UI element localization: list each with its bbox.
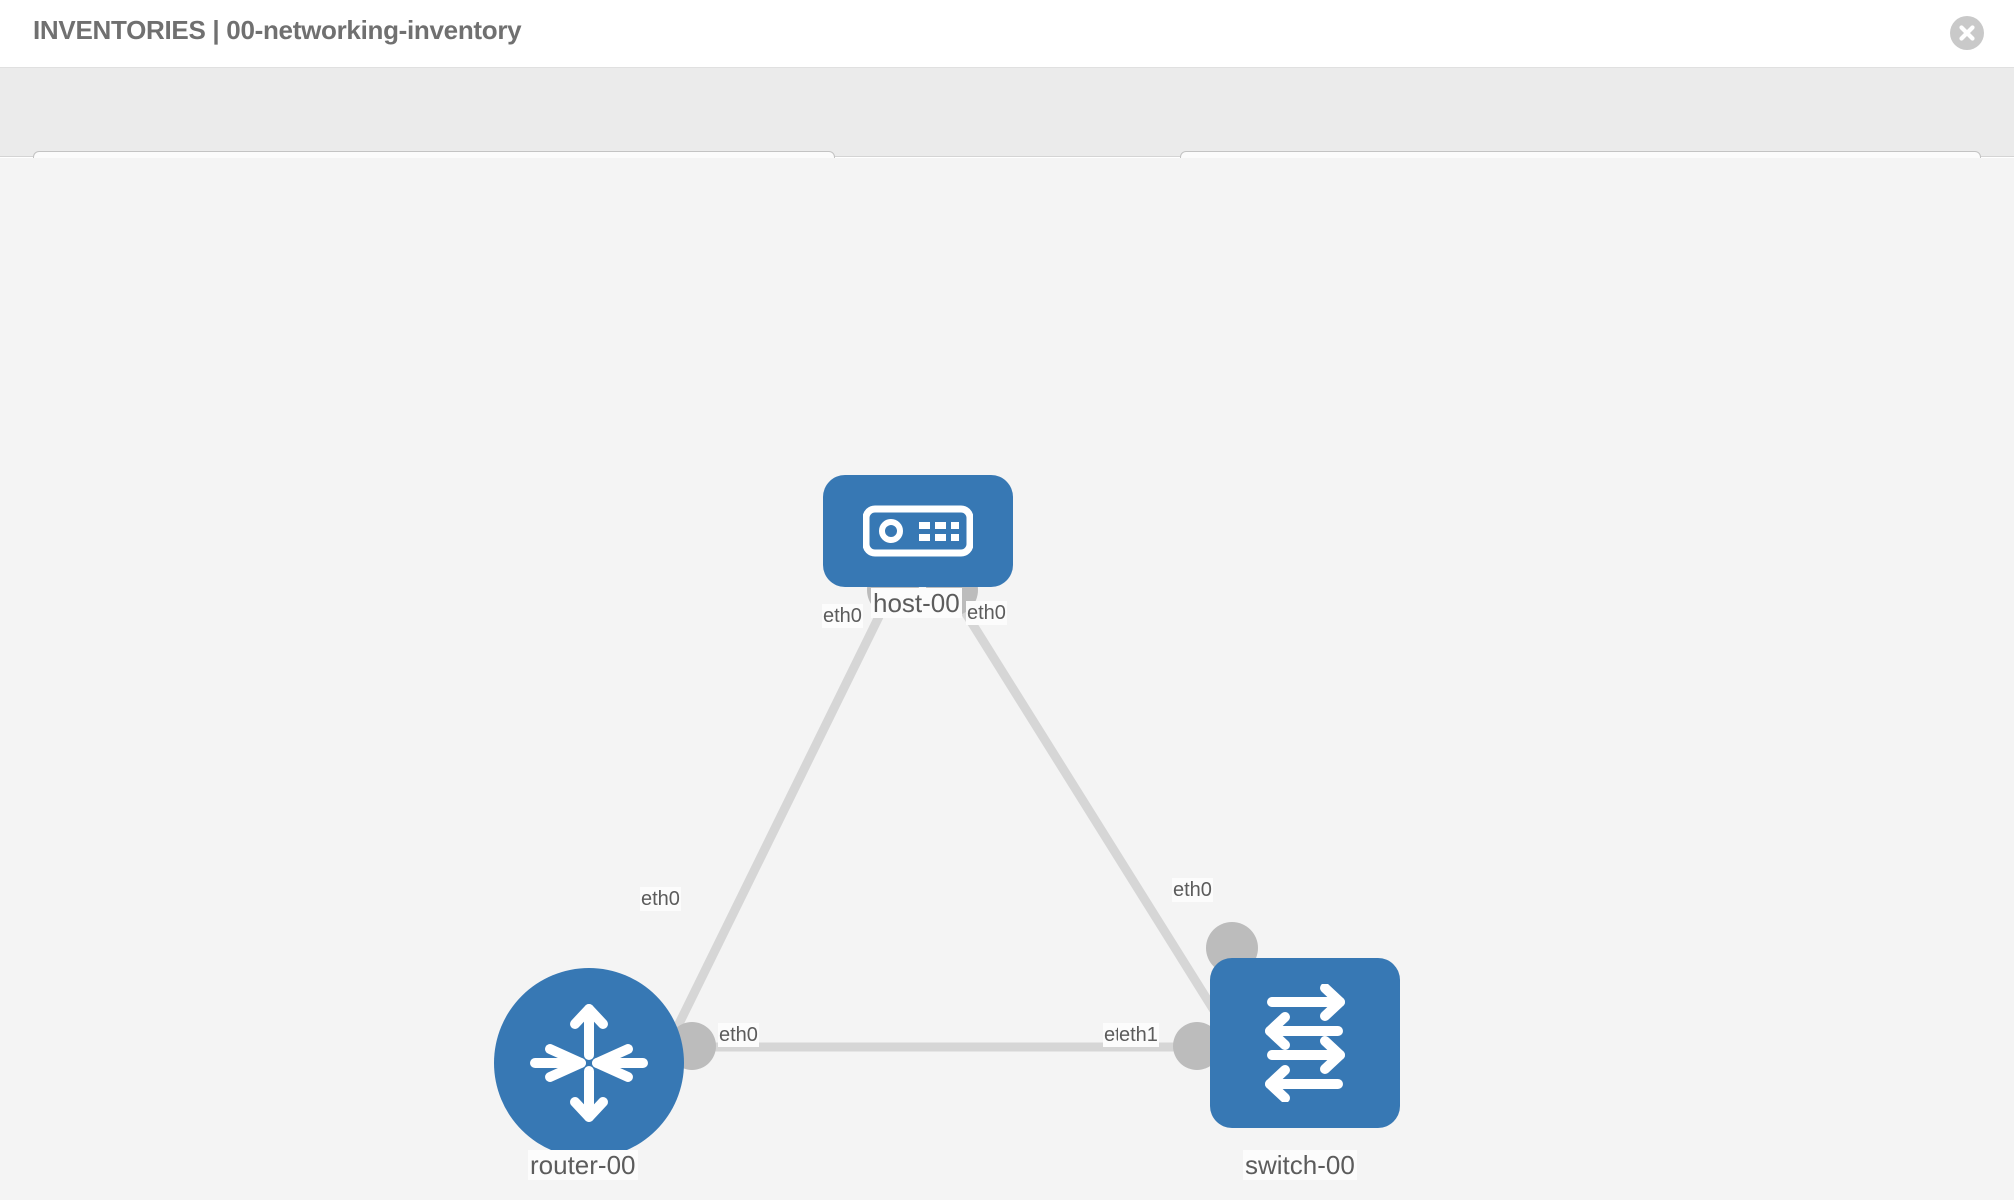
port-label-host-left: eth0 — [822, 604, 863, 628]
link-host-switch[interactable] — [946, 585, 1229, 1031]
server-icon — [863, 505, 973, 557]
port-switch-left[interactable] — [1173, 1022, 1221, 1070]
port-label-switch-left: eth1 — [1118, 1023, 1159, 1047]
port-label-router-right: eth0 — [718, 1023, 759, 1047]
node-host-00-label: host-00 — [871, 588, 962, 618]
node-host-00[interactable] — [823, 475, 1013, 587]
node-switch-00-label: switch-00 — [1243, 1150, 1357, 1180]
node-switch-00-shape — [1210, 958, 1400, 1128]
topology-canvas[interactable]: host-00 eth0 eth0 router-00 eth0 eth0 — [0, 158, 2014, 1200]
node-router-00[interactable] — [494, 968, 684, 1158]
node-host-00-shape — [823, 475, 1013, 587]
close-circle-icon — [1950, 16, 1984, 50]
link-host-router[interactable] — [667, 586, 898, 1040]
page-title: INVENTORIES | 00-networking-inventory — [33, 15, 522, 45]
port-label-switch-up: eth0 — [1172, 878, 1213, 902]
close-icon[interactable] — [1950, 16, 1984, 50]
toolbar: ACTIONS SEARCH — [0, 68, 2014, 203]
node-router-00-label: router-00 — [528, 1150, 638, 1180]
header-bar: INVENTORIES | 00-networking-inventory — [0, 0, 2014, 68]
port-label-host-right: eth0 — [966, 601, 1007, 625]
node-router-00-shape — [494, 968, 684, 1158]
port-label-router-up: eth0 — [640, 887, 681, 911]
switch-arrows-icon — [1265, 984, 1345, 1102]
router-arrows-icon — [530, 1004, 648, 1122]
topology-graph — [667, 564, 1258, 1070]
node-switch-00[interactable] — [1210, 958, 1400, 1128]
